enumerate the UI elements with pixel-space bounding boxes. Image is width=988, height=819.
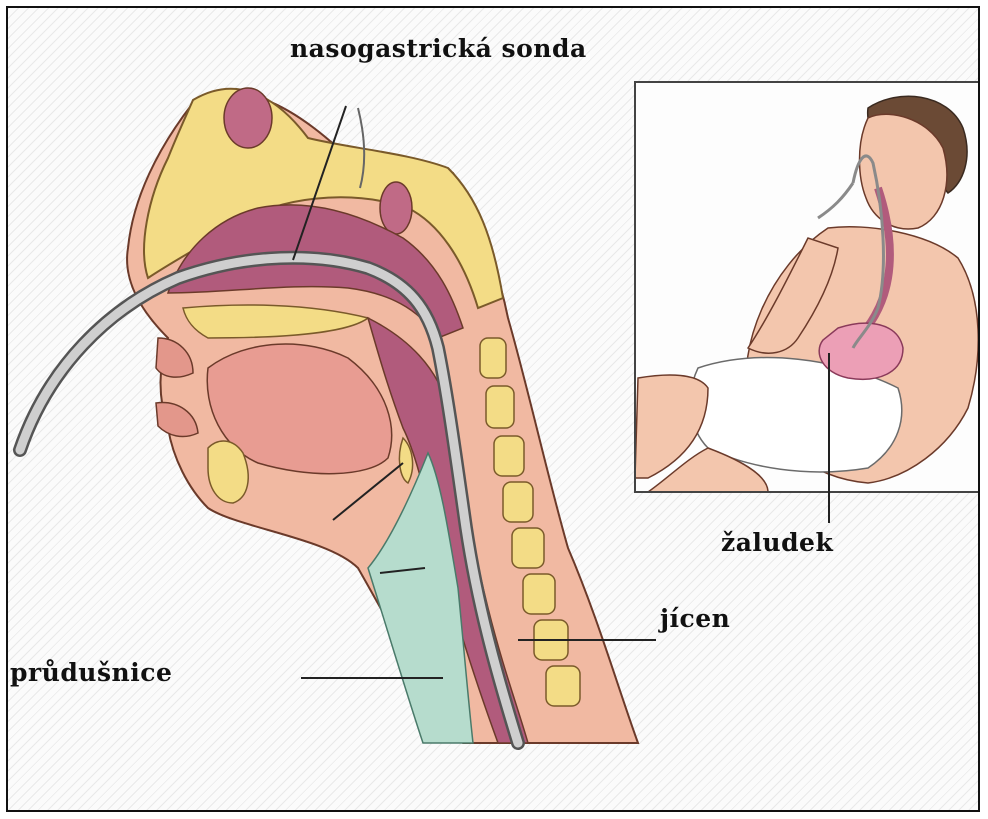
frontal-sinus	[224, 88, 272, 148]
diagram-frame: nasogastrická sonda žaludek jícen průduš…	[6, 6, 980, 812]
head-neck-section	[20, 88, 638, 743]
label-esophagus: jícen	[660, 604, 730, 633]
label-trachea: průdušnice	[10, 658, 172, 687]
anatomy-illustration	[8, 8, 980, 812]
patient-inset	[635, 82, 979, 492]
label-stomach: žaludek	[721, 528, 833, 557]
label-nasogastric-tube: nasogastrická sonda	[290, 34, 587, 63]
sphenoid-sinus	[380, 182, 412, 234]
